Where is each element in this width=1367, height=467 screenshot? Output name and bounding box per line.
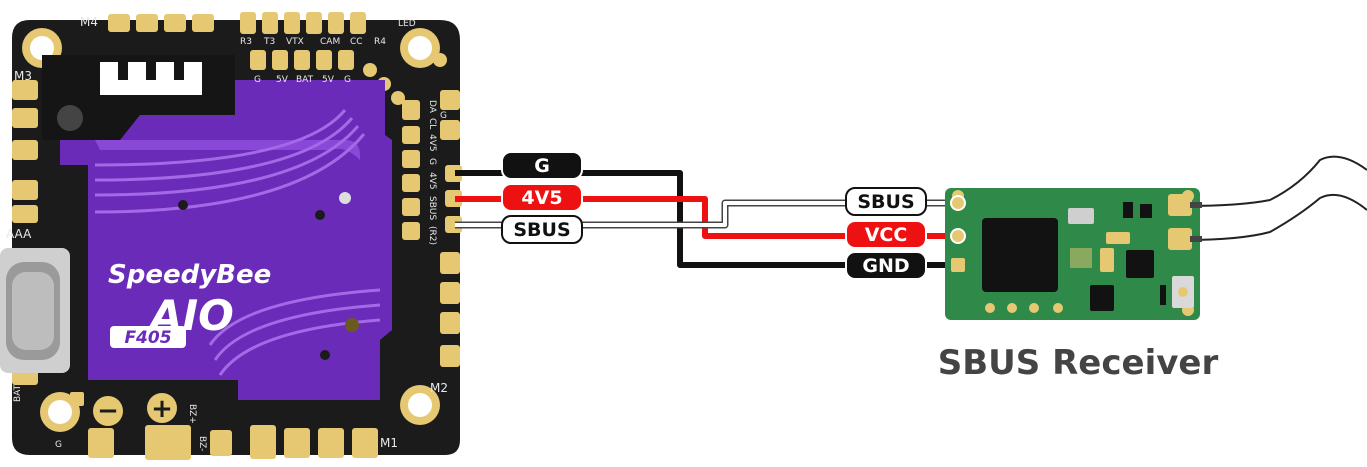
brand-name: SpeedyBee [108,260,271,290]
purple-cover [60,80,392,400]
plus-label: + [151,394,173,424]
motor-label-m3: M3 [14,69,32,83]
right-label-sbus: SBUS [427,196,437,220]
model-badge: F405 [124,328,171,348]
left-label-aaa: AAA [6,227,32,241]
top-label-cc: CC [350,37,363,47]
row2-label-bat: BAT [296,75,314,85]
row2-label-g: G [254,75,261,85]
right-label-4v5-2: 4V5 [427,172,437,190]
top-label-r3: R3 [240,37,252,47]
motor-label-m2: M2 [430,381,448,395]
bottom-label-g: G [55,440,62,450]
right-pads [402,90,462,367]
mounting-holes [22,28,440,432]
pin-label-gnd: GND [862,255,909,277]
antenna-wire-icon [1184,155,1367,241]
motor-label-m4: M4 [80,15,98,29]
row2-label-g-2: G [344,75,351,85]
pin-label-sbus: SBUS [857,191,914,213]
fc-wire-labels: G 4V5 SBUS [501,151,583,244]
top-label-led: LED [398,19,416,29]
right-label-r2: (R2) [427,226,437,245]
right-label-4v5-1: 4V5 [427,134,437,152]
top-label-vtx: VTX [286,37,304,47]
motor-pads-left [12,80,38,385]
bottom-label-bat: BAT [13,384,23,402]
top-label-t3: T3 [263,37,275,47]
bottom-label-bz-minus: BZ- [197,436,207,451]
right-label-cl: CL [427,118,437,129]
usb-c-port-icon [0,248,70,373]
sbus-receiver-board [945,155,1367,320]
receiver-title: SBUS Receiver [938,343,1219,383]
bottom-pads [70,392,378,460]
minus-label: − [97,396,119,426]
wire-label-4v5: 4V5 [521,187,562,209]
wire-label-g: G [534,155,550,177]
top-label-r4: R4 [374,37,386,47]
right-label-g: G [427,158,437,165]
speedybee-logo-icon [42,55,235,140]
receiver-chip [982,218,1058,292]
bottom-label-bz-plus: BZ+ [187,404,197,424]
row2-label-5v-2: 5V [322,75,335,85]
right-label-da: DA [427,100,437,114]
row2-label-5v-1: 5V [276,75,289,85]
model-badge-bg [110,326,186,348]
battery-polarity-markers: − + [93,393,177,426]
pin-label-vcc: VCC [865,224,908,246]
wire-sbus [455,201,962,227]
motor-label-m1: M1 [380,436,398,450]
receiver-pin-labels: SBUS VCC GND [845,187,927,280]
wire-label-sbus: SBUS [513,219,570,241]
corner-label-g: G [440,111,447,121]
top-label-cam: CAM [320,37,340,47]
flight-controller-board: − + [0,12,462,460]
